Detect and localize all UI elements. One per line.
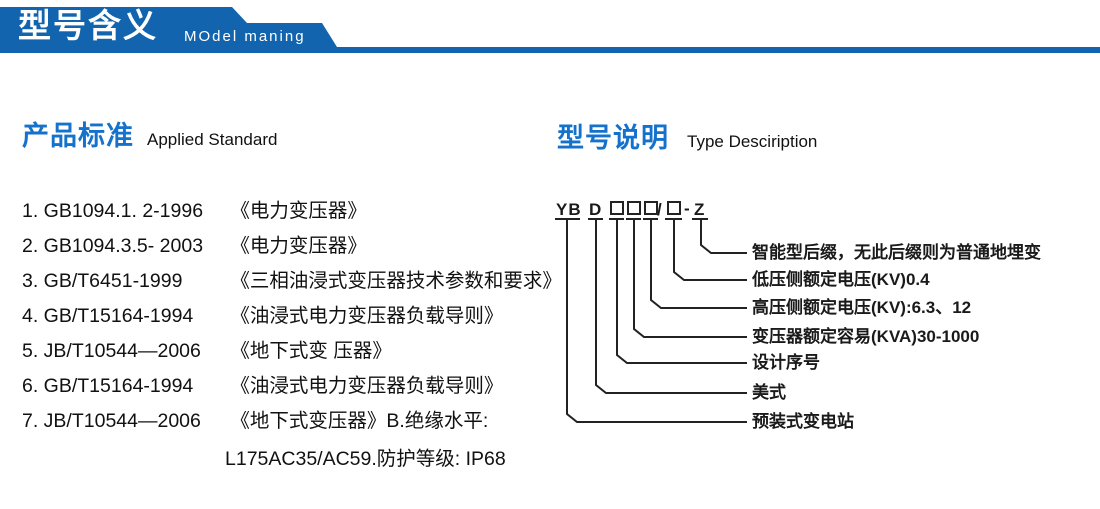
model-code-diagram: YB D / - Z [555, 185, 1100, 465]
connector-line-z [700, 220, 747, 254]
applied-standard-heading-en: Applied Standard [147, 130, 278, 149]
standard-item: 1. GB1094.1. 2-1996 《电力变压器》 [22, 194, 562, 229]
model-label-smart-suffix: 智能型后缀，无此后缀则为普通地埋变 [752, 243, 1041, 262]
model-code-slash: / [657, 200, 662, 219]
standard-item: 7. JB/T10544—2006 《地下式变压器》B.绝缘水平: [22, 404, 562, 439]
model-label-prefab-substation: 预装式变电站 [752, 412, 854, 431]
connector-line-box4 [673, 220, 747, 281]
model-code-box [610, 201, 624, 215]
standard-title: 《电力变压器》 [230, 200, 367, 222]
standard-code: 5. JB/T10544—2006 [22, 340, 201, 362]
connector-line-d [595, 220, 747, 394]
connector-line-box1 [616, 220, 747, 364]
header-banner [0, 7, 1100, 53]
standard-code: 3. GB/T6451-1999 [22, 270, 183, 292]
standard-item: 5. JB/T10544—2006 《地下式变 压器》 [22, 334, 562, 369]
standard-item: 4. GB/T15164-1994 《油浸式电力变压器负载导则》 [22, 299, 562, 334]
standard-item: 2. GB1094.3.5- 2003 《电力变压器》 [22, 229, 562, 264]
model-code-box [644, 201, 658, 215]
type-description-heading: 型号说明 Type Desciription [557, 116, 817, 155]
model-label-rated-capacity: 变压器额定容易(KVA)30-1000 [752, 327, 980, 346]
connector-line-box3 [650, 220, 747, 309]
standards-list: 1. GB1094.1. 2-1996 《电力变压器》 2. GB1094.3.… [22, 194, 562, 439]
connector-line-yb [566, 220, 747, 423]
model-code-diagram-svg: YB D / - Z [555, 199, 747, 423]
model-code-segment-z: Z [694, 200, 704, 219]
standard-title: 《油浸式电力变压器负载导则》 [230, 305, 504, 327]
standard-code: 6. GB/T15164-1994 [22, 375, 194, 397]
model-code-segment-d: D [589, 200, 601, 219]
standard-code: 7. JB/T10544—2006 [22, 410, 201, 432]
standard-title: 《地下式变 压器》 [230, 340, 392, 362]
standard-title: 《地下式变压器》B.绝缘水平: [230, 410, 489, 432]
type-description-heading-cn: 型号说明 [557, 123, 669, 153]
model-code-segment-yb: YB [556, 200, 582, 219]
model-label-hv-voltage: 高压侧额定电压(KV):6.3、12 [752, 298, 972, 317]
standard-item: 6. GB/T15164-1994 《油浸式电力变压器负载导则》 [22, 369, 562, 404]
standard-item: 3. GB/T6451-1999 《三相油浸式变压器技术参数和要求》 [22, 264, 562, 299]
standard-code: 4. GB/T15164-1994 [22, 305, 194, 327]
standard-title: 《三相油浸式变压器技术参数和要求》 [230, 270, 562, 292]
page-subtitle: MOdel maning [184, 28, 306, 45]
model-code-box [627, 201, 641, 215]
model-code-dash: - [684, 199, 690, 218]
model-label-design-serial: 设计序号 [752, 353, 820, 372]
applied-standard-heading: 产品标准 Applied Standard [22, 114, 277, 153]
standard-code: 1. GB1094.1. 2-1996 [22, 200, 204, 222]
standard-title: 《电力变压器》 [230, 235, 367, 257]
standard-title: 《油浸式电力变压器负载导则》 [230, 375, 504, 397]
model-label-american-style: 美式 [752, 383, 786, 402]
connector-line-box2 [633, 220, 747, 338]
page-title: 型号含义 [18, 7, 158, 44]
model-code-box [667, 201, 681, 215]
model-label-lv-voltage: 低压侧额定电压(KV)0.4 [752, 270, 930, 289]
standard-code: 2. GB1094.3.5- 2003 [22, 235, 204, 257]
standard-item-continuation: L175AC35/AC59.防护等级: IP68 [225, 448, 506, 470]
type-description-heading-en: Type Desciription [687, 132, 818, 151]
applied-standard-heading-cn: 产品标准 [22, 121, 134, 151]
